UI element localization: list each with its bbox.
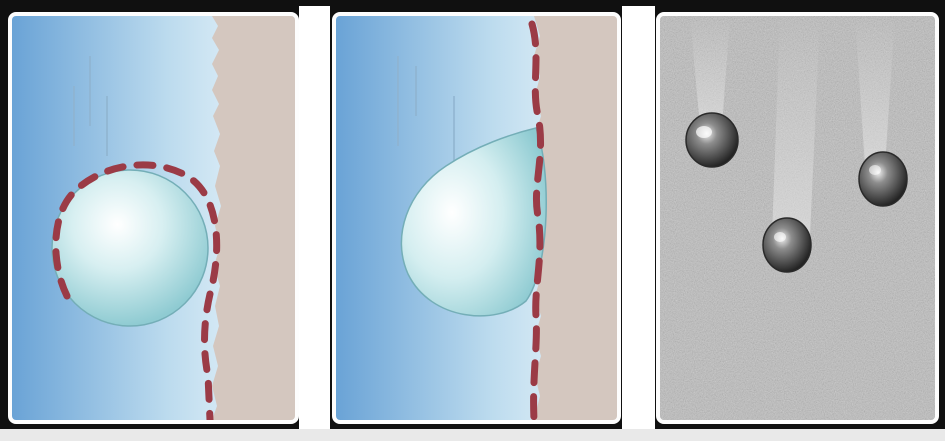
fabric-surface	[212, 16, 295, 420]
panel-separator	[299, 6, 330, 441]
water-bead	[763, 218, 811, 272]
panel-fabric-photo	[656, 12, 939, 424]
water-bead-highlight	[696, 126, 712, 138]
panel-2-illustration	[336, 16, 617, 420]
water-bead	[859, 152, 907, 206]
water-bead	[686, 113, 738, 167]
panel-3-photo	[660, 16, 935, 420]
bottom-border	[0, 429, 945, 441]
water-bead-highlight	[774, 232, 786, 242]
water-bead-highlight	[869, 165, 881, 175]
water-droplet	[52, 170, 208, 326]
panel-separator	[622, 6, 655, 441]
panel-treated-fabric	[332, 12, 621, 424]
panel-1-illustration	[12, 16, 295, 420]
panel-untreated-fabric	[8, 12, 299, 424]
